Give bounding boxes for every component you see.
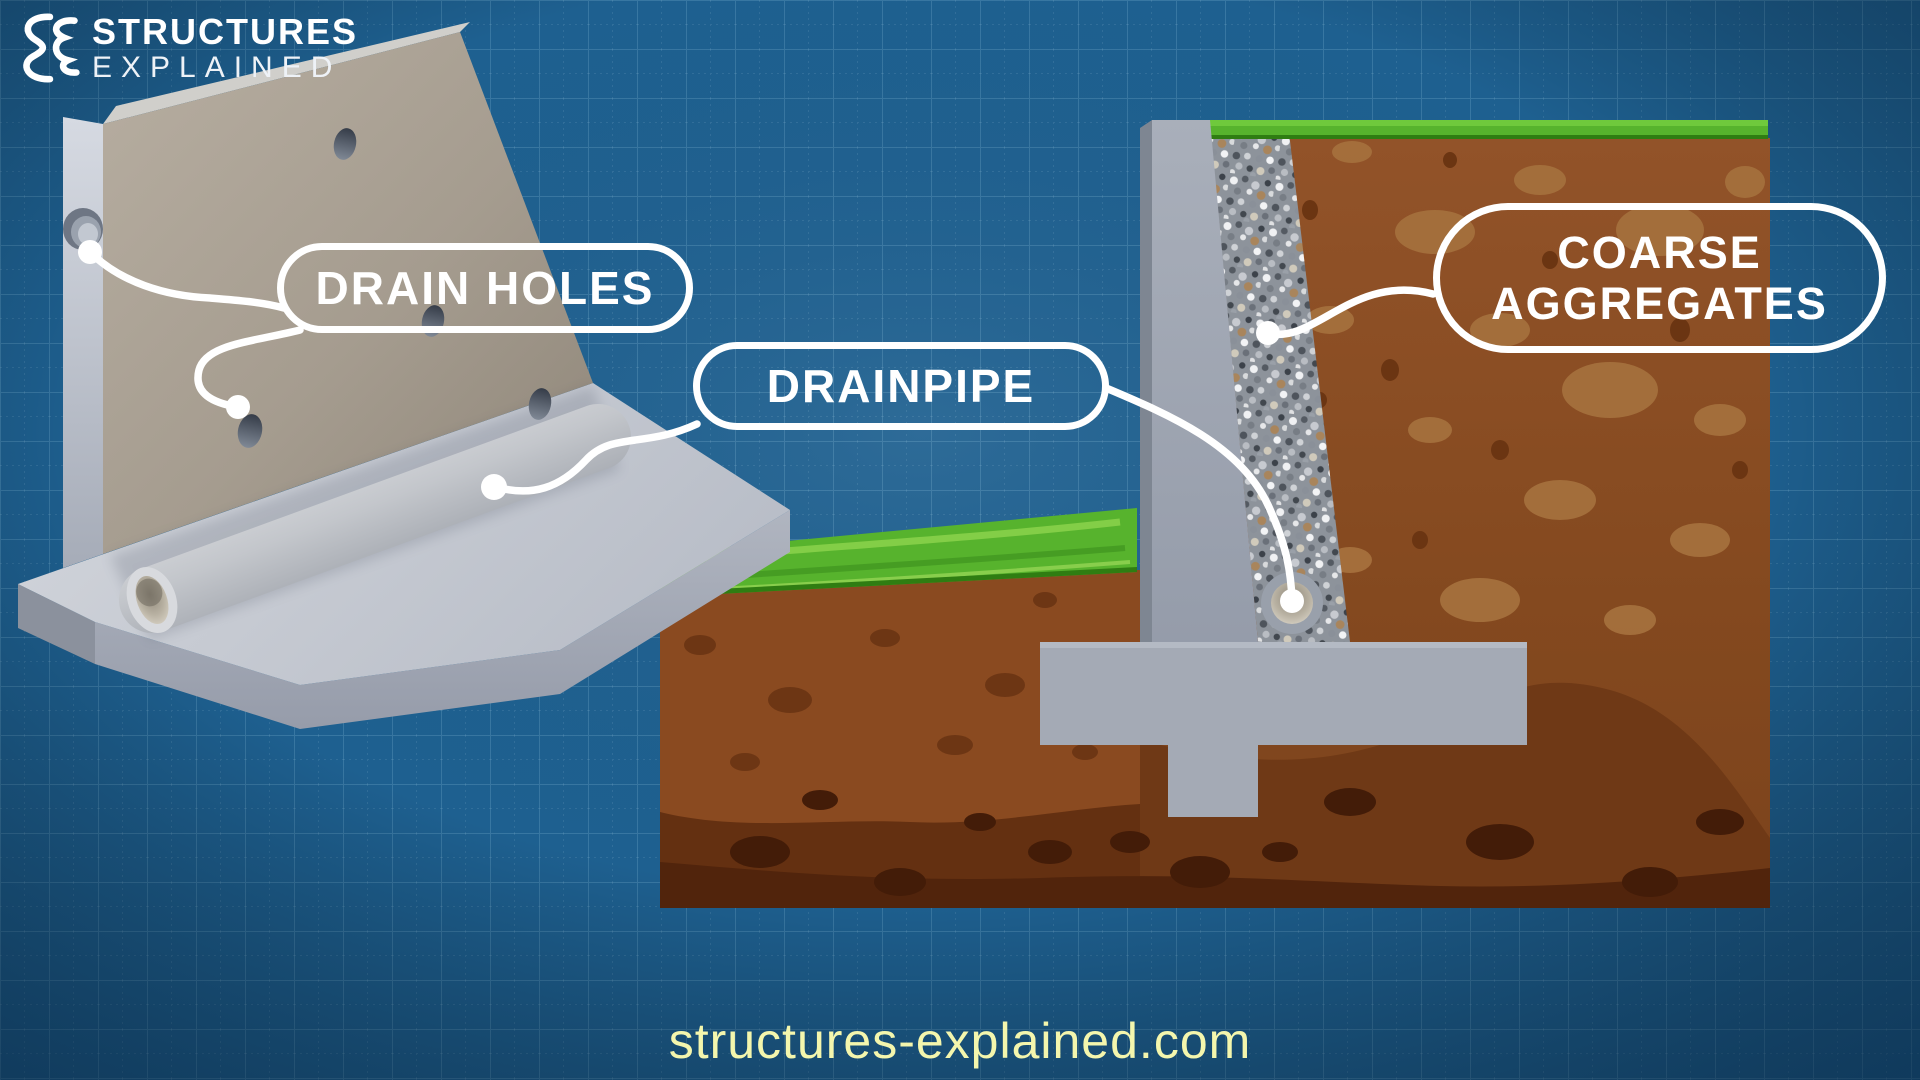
leader-line-drain-holes-1 [86, 248, 288, 312]
leader-dot [481, 474, 507, 500]
callout-anchor-dots [78, 240, 1304, 613]
base-slab-front-face [95, 510, 790, 729]
drain-holes-label: DRAIN HOLES [315, 262, 655, 314]
coarse-aggregates-layer [1210, 124, 1350, 642]
wall-left-face [63, 117, 103, 568]
drainpipe-open-end [126, 567, 178, 633]
leader-line-coarse-aggregates [1264, 286, 1437, 339]
drain-hole-notch [63, 208, 103, 250]
leader-dot [226, 395, 250, 419]
wall-footing [1040, 642, 1527, 745]
drain-hole [237, 414, 263, 448]
base-slab-left-face [18, 584, 95, 664]
brand-line1: STRUCTURES [92, 10, 359, 52]
shear-key [1168, 745, 1258, 817]
leader-line-drainpipe-right [1102, 384, 1296, 604]
leader-line-drain-holes-2 [194, 326, 304, 411]
footing-top-highlight [1040, 642, 1527, 648]
brand-line2: EXPLAINED [92, 50, 342, 84]
soil-texture-blobs [684, 592, 1098, 771]
callout-leader-lines [86, 248, 1437, 604]
grass-layer-backfill [1206, 120, 1768, 139]
wall-stem [1140, 120, 1258, 642]
retaining-wall-3d-model [18, 22, 790, 729]
wall-top-face [103, 22, 470, 124]
drainpipe-cylinder [119, 404, 631, 633]
label-pill-coarse-aggregates: COARSE AGGREGATES [1433, 203, 1886, 353]
drain-hole [528, 388, 552, 420]
se-monogram-icon [23, 13, 80, 83]
coarse-aggregates-label-line2: AGGREGATES [1491, 278, 1828, 329]
brand-logo: STRUCTURES EXPLAINED [16, 6, 358, 90]
drain-hole [333, 128, 357, 160]
drainpipe-label: DRAINPIPE [766, 360, 1036, 412]
coarse-aggregates-label-line1: COARSE [1557, 226, 1762, 278]
soil-texture-blobs [730, 788, 1744, 897]
leader-line-drainpipe-left [492, 420, 701, 495]
leader-dot [78, 240, 102, 264]
leader-dot [1256, 321, 1280, 345]
soil-texture-dots [1233, 152, 1748, 549]
leader-dot [1280, 589, 1304, 613]
label-pill-drainpipe: DRAINPIPE [693, 342, 1109, 430]
brand-name: STRUCTURES EXPLAINED [92, 10, 359, 84]
website-url: structures-explained.com [668, 1013, 1252, 1069]
label-pill-drain-holes: DRAIN HOLES [277, 243, 693, 333]
wall-stem-side-shade [1140, 120, 1152, 642]
